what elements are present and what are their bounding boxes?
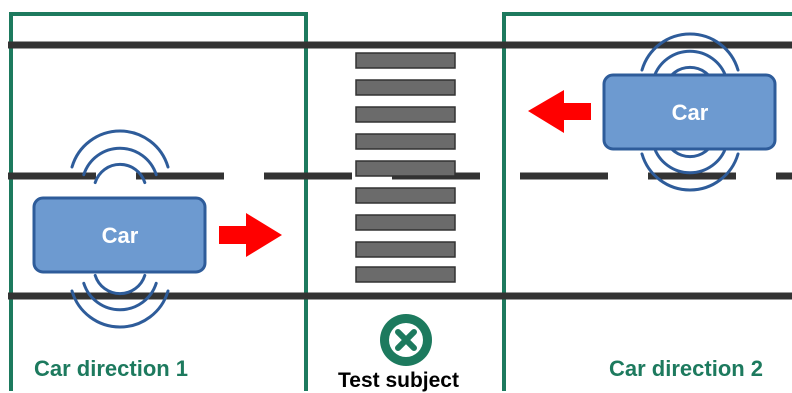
car-2-body bbox=[602, 73, 777, 151]
zone-left-border bbox=[9, 12, 308, 391]
test-subject-label: Test subject bbox=[338, 369, 459, 392]
zone-left-label: Car direction 1 bbox=[34, 356, 189, 381]
x-circle-icon bbox=[380, 314, 432, 366]
car-1-body bbox=[32, 196, 207, 274]
car-1-label: Car bbox=[102, 223, 139, 248]
car-2-label: Car bbox=[672, 100, 709, 125]
zone-right-border bbox=[502, 12, 792, 391]
car-2: Car bbox=[602, 73, 777, 151]
arrow-left-icon bbox=[528, 90, 591, 133]
car-1-signal-waves-icon bbox=[70, 129, 170, 329]
arrow-right-icon bbox=[219, 213, 282, 257]
car-1: Car bbox=[32, 196, 207, 274]
crosswalk bbox=[355, 52, 456, 283]
zone-right-label: Car direction 2 bbox=[609, 356, 764, 381]
